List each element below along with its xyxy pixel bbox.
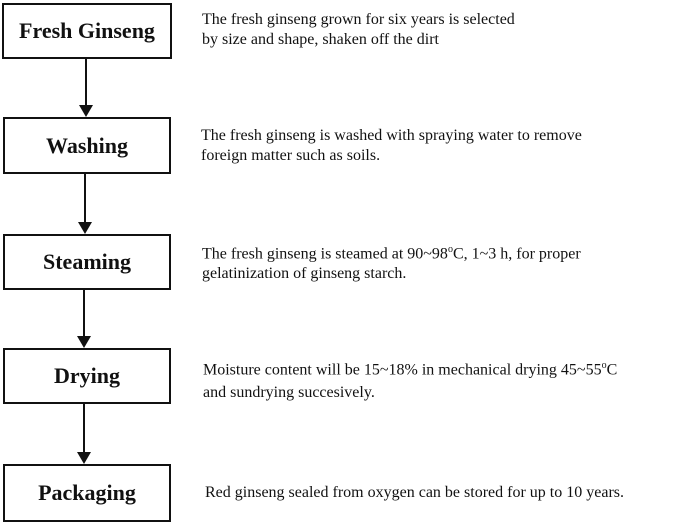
arrow-shaft <box>83 290 85 338</box>
description-line: gelatinization of ginseng starch. <box>202 265 407 283</box>
step-description-packaging: Red ginseng sealed from oxygen can be st… <box>205 483 624 503</box>
step-description-drying: Moisture content will be 15~18% in mecha… <box>203 356 617 403</box>
description-line: and sundrying succesively. <box>203 384 375 402</box>
arrow-head-icon <box>79 105 93 117</box>
degree-superscript: o <box>447 244 453 255</box>
step-label: Steaming <box>43 249 131 274</box>
step-description-fresh-ginseng: The fresh ginseng grown for six years is… <box>202 10 515 50</box>
step-box-washing: Washing <box>3 117 171 174</box>
step-box-steaming: Steaming <box>3 234 171 290</box>
step-label: Packaging <box>38 480 136 505</box>
description-line: by size and shape, shaken off the dirt <box>202 31 439 48</box>
arrow-down-4 <box>74 404 94 464</box>
description-line: The fresh ginseng is washed with sprayin… <box>201 127 582 144</box>
step-description-steaming: The fresh ginseng is steamed at 90~98oC,… <box>202 240 581 284</box>
arrow-shaft <box>85 59 87 107</box>
description-line: Red ginseng sealed from oxygen can be st… <box>205 484 624 501</box>
description-line: foreign matter such as soils. <box>201 147 381 164</box>
description-line: Moisture content will be 15~18% in mecha… <box>203 356 617 380</box>
arrow-shaft <box>84 174 86 224</box>
arrow-down-1 <box>76 59 96 117</box>
arrow-shaft <box>83 404 85 454</box>
degree-superscript: o <box>601 360 607 371</box>
description-line: The fresh ginseng grown for six years is… <box>202 11 515 28</box>
description-text: Moisture content will be 15~18% in mecha… <box>203 361 602 379</box>
step-label: Fresh Ginseng <box>19 18 155 43</box>
description-text: C, 1~3 h, for proper <box>452 245 581 263</box>
step-box-fresh-ginseng: Fresh Ginseng <box>2 3 172 59</box>
arrow-down-2 <box>75 174 95 234</box>
arrow-head-icon <box>78 222 92 234</box>
description-line: The fresh ginseng is steamed at 90~98oC,… <box>202 240 581 264</box>
step-label: Drying <box>54 363 120 388</box>
step-box-packaging: Packaging <box>3 464 171 522</box>
arrow-down-3 <box>74 290 94 348</box>
step-box-drying: Drying <box>3 348 171 404</box>
arrow-head-icon <box>77 336 91 348</box>
step-label: Washing <box>46 132 128 158</box>
description-text: The fresh ginseng is steamed at 90~98 <box>202 245 448 263</box>
step-description-washing: The fresh ginseng is washed with sprayin… <box>201 126 582 166</box>
arrow-head-icon <box>77 452 91 464</box>
description-text: C <box>606 361 618 379</box>
